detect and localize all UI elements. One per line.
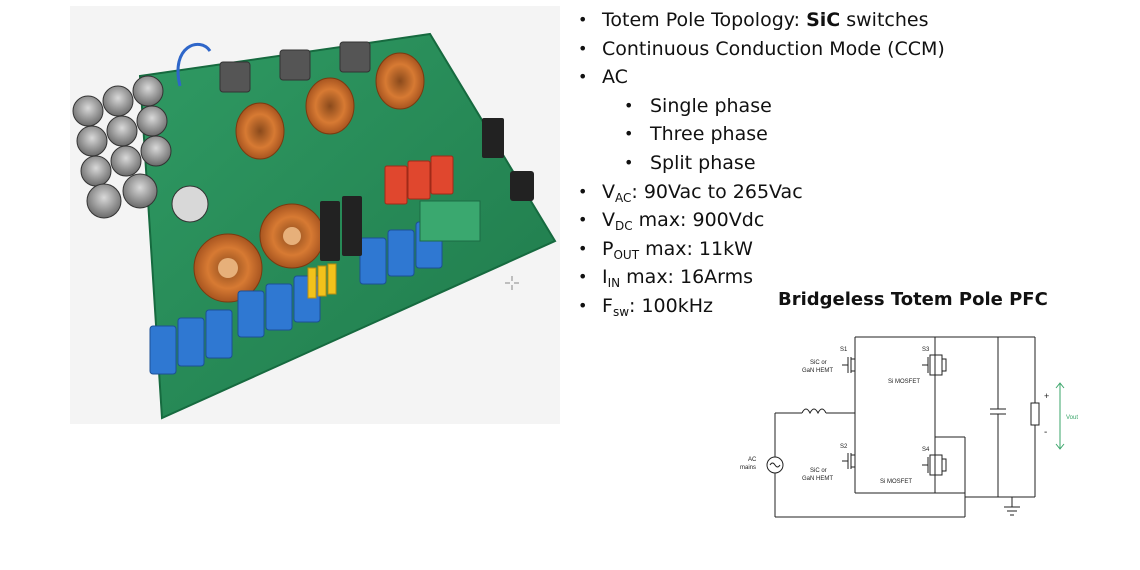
s1-label: S1 [840, 347, 848, 353]
s4-mosfet-label: Si MOSFET [880, 479, 912, 485]
s3-mosfet-icon [922, 354, 947, 376]
bullet-ac: AC [576, 63, 1076, 92]
pfc-board-photo [70, 6, 560, 424]
bullet-ac-option: Single phase [576, 92, 1076, 121]
bullet-pout: POUT max: 11kW [576, 235, 1076, 264]
bullet-vac: VAC: 90Vac to 265Vac [576, 178, 1076, 207]
ac-source-icon [766, 456, 784, 474]
minus-sign: - [1044, 427, 1047, 438]
ac-mains-label-line2: mains [740, 465, 756, 471]
crosshair-cursor-icon [505, 276, 519, 290]
bullet-vdc: VDC max: 900Vdc [576, 206, 1076, 235]
s2-type-line2: GaN HEMT [802, 476, 833, 482]
s4-label: S4 [922, 447, 930, 453]
s4-mosfet-icon [922, 454, 947, 476]
bullet-topology: Totem Pole Topology: SiC switches [576, 6, 1076, 35]
vout-arrow-icon [1055, 382, 1065, 450]
bullet-fsw: Fsw: 100kHz [576, 292, 1076, 321]
sine-wave-icon [769, 462, 781, 468]
s1-switch-icon [842, 357, 855, 373]
spec-bullet-list: Totem Pole Topology: SiC switches Contin… [576, 6, 1076, 321]
s2-switch-icon [842, 453, 855, 469]
totem-pole-schematic: S1 S2 S3 S4 SiC or GaN HEMT SiC or GaN H… [740, 336, 1078, 518]
s1-type-line1: SiC or [810, 360, 827, 366]
s2-type-line1: SiC or [810, 468, 827, 474]
pfc-board-illustration [72, 32, 557, 420]
bullet-ac-option: Split phase [576, 149, 1076, 178]
bullet-iin: IIN max: 16Arms [576, 263, 1076, 292]
load-resistor-icon [1030, 402, 1040, 426]
bullet-ac-option: Three phase [576, 120, 1076, 149]
diagram-title: Bridgeless Totem Pole PFC [778, 289, 1048, 310]
inductor-coil-icon [801, 408, 827, 415]
plus-sign: + [1044, 391, 1049, 401]
s2-label: S2 [840, 444, 848, 450]
s3-label: S3 [922, 347, 930, 353]
ground-icon [1004, 506, 1020, 516]
s3-mosfet-label: Si MOSFET [888, 379, 920, 385]
ac-mains-label-line1: AC [748, 457, 757, 463]
s1-type-line2: GaN HEMT [802, 368, 833, 374]
bullet-mode: Continuous Conduction Mode (CCM) [576, 35, 1076, 64]
vout-label: Vout [1066, 415, 1078, 421]
